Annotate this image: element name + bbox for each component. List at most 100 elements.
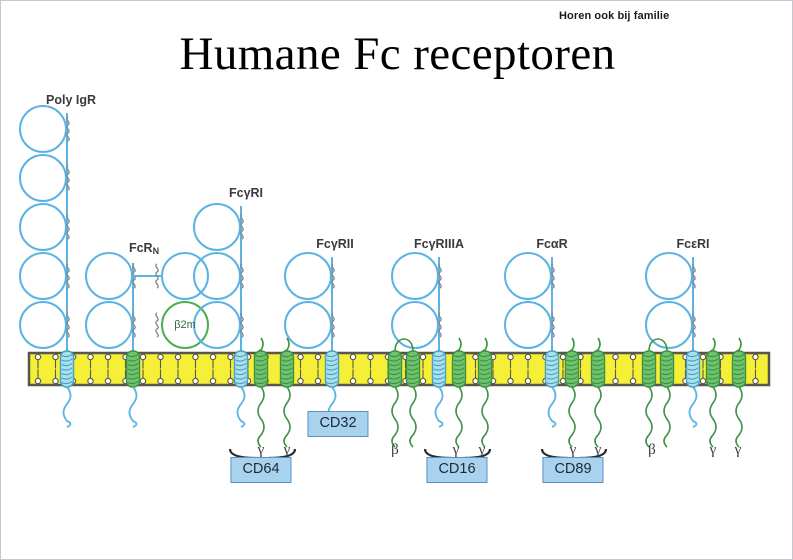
receptor-label-subscript: N: [152, 246, 160, 256]
helix-coil: [687, 358, 699, 362]
disulfide-bond: [155, 263, 159, 289]
gamma-tm-helix: [705, 350, 721, 388]
lipid-head: [752, 377, 759, 385]
lipid-molecule: [612, 353, 619, 369]
receptor-tm-helix: [324, 350, 340, 388]
gamma-tm-helix: [279, 350, 295, 388]
lipid-molecule: [157, 369, 164, 385]
lipid-molecule: [629, 353, 637, 369]
gamma-tm-helix: [590, 350, 606, 388]
helix-coil: [661, 358, 673, 362]
helix-coil: [453, 362, 465, 367]
cytoplasmic-tail: [236, 386, 246, 428]
cd-label-cd32: CD32: [307, 411, 369, 437]
lipid-head: [87, 377, 94, 385]
helix-coil: [389, 362, 401, 367]
beta-tm-helix: [659, 350, 675, 388]
helix-coil: [643, 371, 655, 376]
ig-domain: [504, 301, 552, 349]
helix-coil: [479, 353, 491, 358]
gamma-cytoplasmic-tail: [594, 386, 602, 448]
lipid-head: [507, 377, 514, 385]
chain-label: γ: [452, 442, 460, 458]
lipid-molecule: [367, 369, 374, 385]
helix-coil: [326, 371, 338, 376]
receptor-tm-helix: [544, 350, 560, 388]
helix-coil: [733, 353, 745, 358]
helix-coil: [433, 367, 445, 371]
gamma-ectodomain: [569, 337, 575, 353]
receptor-tm-helix: [233, 350, 249, 388]
helix-coil: [566, 380, 578, 385]
cytoplasmic-tail: [62, 386, 72, 428]
gamma-chain: [705, 337, 721, 448]
lipid-molecule: [87, 353, 94, 369]
helix-coil: [326, 362, 338, 367]
receptor-fcrn: [85, 252, 209, 428]
helix-coil: [733, 376, 745, 380]
lipid-molecule: [174, 369, 182, 385]
slide-note: Horen ook bij familie: [559, 10, 670, 22]
lipid-molecule: [139, 369, 147, 385]
receptor-tm-helix: [431, 350, 447, 388]
chain-label: γ: [283, 442, 291, 458]
helix-coil: [255, 371, 267, 376]
helix-coil: [407, 367, 419, 371]
lipid-molecule: [699, 369, 707, 385]
receptor-polyigr: [19, 105, 75, 428]
helix-coil: [733, 371, 745, 376]
gamma-ectodomain: [284, 337, 290, 353]
helix-coil: [389, 371, 401, 376]
lipid-molecule: [419, 353, 427, 369]
lipid-molecule: [297, 353, 304, 369]
lipid-head: [612, 377, 619, 385]
lipid-head: [157, 377, 164, 385]
helix-coil: [127, 371, 139, 376]
helix-coil: [61, 376, 73, 380]
lipid-molecule: [174, 353, 182, 369]
helix-coil: [643, 367, 655, 371]
lipid-head: [174, 353, 182, 361]
lipid-head: [524, 377, 532, 385]
helix-coil: [592, 376, 604, 380]
helix-coil: [235, 371, 247, 376]
ig-domain: [19, 301, 67, 349]
ig-domain: [645, 252, 693, 300]
lipid-molecule: [752, 353, 759, 369]
gamma-ectodomain: [482, 337, 488, 353]
b2m-domain: [161, 301, 209, 349]
helix-coil: [687, 353, 699, 358]
lipid-molecule: [297, 369, 304, 385]
helix-coil: [281, 353, 293, 358]
helix-coil: [281, 371, 293, 376]
receptor-fcar: [504, 252, 560, 428]
beta-hairpin-loop: [394, 338, 414, 352]
lipid-head: [349, 353, 357, 361]
ig-domain: [161, 252, 209, 300]
helix-coil: [127, 380, 139, 385]
helix-coil: [479, 371, 491, 376]
helix-coil: [61, 362, 73, 367]
lipid-head: [419, 353, 427, 361]
helix-coil: [235, 367, 247, 371]
b2m-label: β2m: [174, 319, 196, 331]
lipid-molecule: [87, 369, 94, 385]
beta-tm-helix: [641, 350, 657, 388]
helix-coil: [707, 376, 719, 380]
lipid-molecule: [507, 353, 514, 369]
beta-cytoplasmic-tail: [409, 386, 417, 448]
lipid-head: [349, 377, 357, 385]
helix-coil: [592, 371, 604, 376]
receptor-label-fcgrii: FcγRII: [316, 237, 354, 251]
helix-coil: [707, 353, 719, 358]
gamma-cytoplasmic-tail: [455, 386, 463, 448]
lipid-head: [699, 377, 707, 385]
beta-chain: [387, 338, 421, 448]
lipid-head: [227, 353, 234, 361]
helix-coil: [546, 371, 558, 376]
chain-label: γ: [734, 442, 742, 458]
helix-coil: [687, 367, 699, 371]
ig-domain: [19, 105, 67, 153]
